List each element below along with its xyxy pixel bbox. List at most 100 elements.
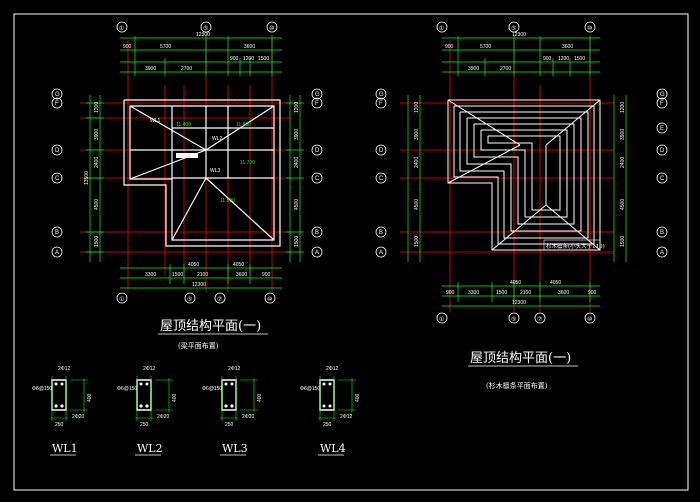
axis-bubble: F bbox=[660, 101, 664, 107]
axis-bubble: ① bbox=[119, 25, 124, 32]
axis-bubble: A bbox=[55, 250, 59, 256]
dim-text: 5700 bbox=[480, 44, 491, 50]
purlin-note: 杉木檩条(小头大于110) bbox=[546, 242, 605, 250]
dim-text: 1500 bbox=[574, 56, 585, 62]
axis-bubble: ① bbox=[439, 316, 444, 323]
dim-text: 2100 bbox=[520, 290, 531, 296]
width-label: 250 bbox=[140, 422, 149, 428]
dim-text: 3900 bbox=[414, 129, 420, 140]
axis-bubble: G bbox=[660, 92, 665, 98]
dim-text: 4050 bbox=[550, 280, 561, 286]
beam-label: WL1 bbox=[150, 118, 161, 124]
axis-bubble: ① bbox=[119, 296, 124, 303]
stirrup-label: Φ6@150 bbox=[202, 386, 222, 392]
dim-text: 4500 bbox=[294, 199, 300, 210]
note-box bbox=[543, 239, 601, 251]
dim-text: 4050 bbox=[510, 280, 521, 286]
width-label: 250 bbox=[323, 422, 332, 428]
dim-text: 1500 bbox=[94, 236, 100, 247]
dim-text: 4500 bbox=[414, 199, 420, 210]
axis-bubble: D bbox=[379, 148, 384, 154]
dim-total-top: 12300 bbox=[196, 32, 210, 38]
axis-bubble: G bbox=[315, 92, 320, 98]
dim-text: 1500 bbox=[496, 290, 507, 296]
depth-label: 400 bbox=[87, 393, 93, 402]
dim-text: 1500 bbox=[258, 56, 269, 62]
bottom-rebar-label: 2Φ12 bbox=[340, 414, 353, 420]
axis-bubble: ⑤ bbox=[187, 296, 192, 303]
section-wl3: 2Φ12 Φ6@150 2Φ20 400 250 WL3 bbox=[202, 366, 263, 456]
bottom-rebar-label: 2Φ20 bbox=[157, 414, 170, 420]
beam-label: WL2 bbox=[212, 136, 223, 142]
dim-text: 3600 bbox=[244, 44, 255, 50]
plan-title: 屋顶结构平面(一) bbox=[160, 319, 261, 334]
dim-text: 900 bbox=[588, 290, 597, 296]
plan-subtitle: (梁平面布置) bbox=[178, 341, 219, 350]
dim-total-bottom: 12300 bbox=[512, 300, 526, 306]
dim-text: 900 bbox=[262, 272, 271, 278]
dim-text: 900 bbox=[446, 290, 455, 296]
axis-bubble: ⑤ bbox=[511, 25, 516, 32]
dim-text: 900 bbox=[445, 44, 454, 50]
elevation-label: 11.900 bbox=[236, 122, 251, 128]
dim-text: 3900 bbox=[94, 129, 100, 140]
top-rebar-label: 2Φ12 bbox=[326, 366, 339, 372]
depth-label: 400 bbox=[172, 393, 178, 402]
axis-bubble: D bbox=[55, 148, 60, 154]
dim-text: 2400 bbox=[620, 157, 626, 168]
dim-text: 1200 bbox=[558, 56, 569, 62]
dim-text: 1200 bbox=[243, 56, 254, 62]
axis-bubble: A bbox=[379, 250, 383, 256]
dim-text: 1200 bbox=[414, 102, 420, 113]
dim-text: 3600 bbox=[236, 272, 247, 278]
dim-text: 1200 bbox=[620, 102, 626, 113]
axis-bubble: ⑩ bbox=[587, 316, 592, 323]
axis-bubble: F bbox=[55, 101, 59, 107]
beam-marker bbox=[176, 153, 198, 158]
dim-text: 1500 bbox=[172, 272, 183, 278]
elevation-label: 11.500 bbox=[220, 198, 235, 204]
dim-text: 2400 bbox=[94, 157, 100, 168]
axis-bubble: C bbox=[660, 176, 665, 182]
dim-total-bottom: 12300 bbox=[192, 282, 206, 288]
section-wl4: 2Φ12 Φ6@150 2Φ12 400 250 WL4 bbox=[300, 366, 361, 456]
dim-total-left: 13500 bbox=[84, 171, 90, 185]
dim-text: 3300 bbox=[145, 272, 156, 278]
dim-text: 4500 bbox=[620, 199, 626, 210]
dim-text: 4050 bbox=[233, 262, 244, 268]
dim-text: 4500 bbox=[94, 199, 100, 210]
section-wl2: 2Φ12 Φ6@150 2Φ20 400 250 WL2 bbox=[117, 366, 178, 456]
section-name: WL2 bbox=[137, 442, 163, 455]
dim-text: 2400 bbox=[414, 157, 420, 168]
beam-sections: 2Φ12 Φ6@150 2Φ20 400 250 WL1 2Φ12 Φ6@150… bbox=[32, 366, 361, 456]
dim-text: 3600 bbox=[562, 44, 573, 50]
axis-bubble: G bbox=[55, 92, 60, 98]
dim-text: 1500 bbox=[414, 236, 420, 247]
axis-bubble: D bbox=[315, 148, 320, 154]
beam-label: WL3 bbox=[210, 168, 221, 174]
dim-text: 2700 bbox=[500, 66, 511, 72]
left-plan: WL1 11.400 11.900 11.700 11.500 WL2 WL3 … bbox=[51, 21, 323, 350]
axis-bubble: G bbox=[379, 92, 384, 98]
plan-title: 屋顶结构平面(一) bbox=[470, 351, 571, 366]
dim-text: 1500 bbox=[620, 236, 626, 247]
axis-bubble: C bbox=[55, 176, 60, 182]
dim-text: 1200 bbox=[94, 102, 100, 113]
elevation-label: 11.700 bbox=[240, 160, 255, 166]
axis-bubble: ⑦ bbox=[217, 296, 222, 303]
depth-label: 400 bbox=[257, 393, 263, 402]
axis-bubble: ⑤ bbox=[511, 316, 516, 323]
top-rebar-label: 2Φ12 bbox=[58, 366, 71, 372]
axis-bubble: ⑩ bbox=[587, 25, 592, 32]
elevation-label: 11.400 bbox=[176, 122, 191, 128]
axis-bubble: ⑤ bbox=[203, 25, 208, 32]
section-name: WL3 bbox=[222, 442, 248, 455]
axis-bubble: F bbox=[379, 101, 383, 107]
stirrup-label: Φ6@150 bbox=[300, 386, 320, 392]
axis-bubble: D bbox=[660, 148, 665, 154]
sheet-border bbox=[13, 13, 689, 491]
axis-bubble: B bbox=[660, 230, 664, 236]
dim-text: 1500 bbox=[294, 236, 300, 247]
